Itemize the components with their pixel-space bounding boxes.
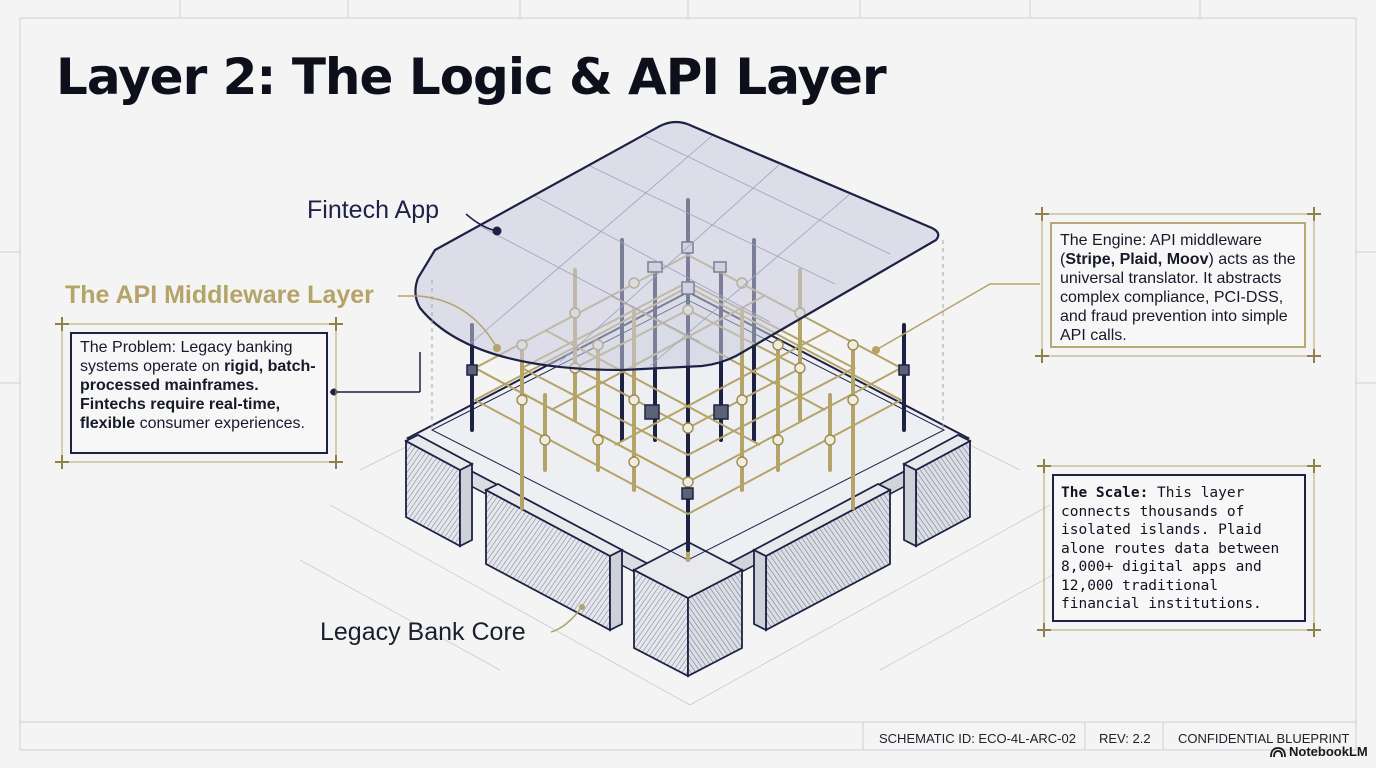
- engine-text: The Engine: API middleware (Stripe, Plai…: [1060, 231, 1300, 345]
- brand-watermark: NotebookLM: [1270, 744, 1368, 759]
- classification: CONFIDENTIAL BLUEPRINT: [1178, 731, 1350, 746]
- revision: REV: 2.2: [1099, 731, 1151, 746]
- projection-lines: [431, 240, 944, 430]
- engine-callout: The Engine: API middleware (Stripe, Plai…: [1050, 222, 1306, 348]
- fintech-app-sheet: [414, 120, 940, 372]
- scale-heading: The Scale:: [1061, 485, 1149, 501]
- page-frame: [0, 0, 1376, 751]
- schematic-id: SCHEMATIC ID: ECO-4L-ARC-02: [879, 731, 1076, 746]
- problem-emphasis: rigid, batch-processed mainframes. Finte…: [80, 358, 316, 432]
- scale-callout: The Scale: This layer connects thousands…: [1052, 474, 1306, 622]
- problem-callout: The Problem: Legacy banking systems oper…: [70, 332, 328, 454]
- scale-text: The Scale: This layer connects thousands…: [1061, 484, 1300, 614]
- leader-lines: [330, 213, 1040, 633]
- problem-text: The Problem: Legacy banking systems oper…: [80, 338, 320, 433]
- page-title: Layer 2: The Logic & API Layer: [56, 48, 887, 106]
- problem-lead: The Problem: Legacy banking systems oper…: [80, 339, 293, 375]
- callout-frames: [55, 207, 1321, 637]
- engine-emphasis: Stripe, Plaid, Moov: [1065, 251, 1209, 268]
- engine-lead: The Engine: API middleware (: [1060, 232, 1262, 268]
- scale-body: This layer connects thousands of isolate…: [1061, 485, 1280, 612]
- middleware-label: The API Middleware Layer: [65, 281, 374, 309]
- floor-grid: [299, 439, 1081, 706]
- problem-tail: consumer experiences.: [135, 415, 305, 432]
- brand-name: NotebookLM: [1289, 744, 1368, 759]
- notebooklm-logo-icon: [1270, 746, 1286, 757]
- engine-tail: ) acts as the universal translator. It a…: [1060, 251, 1296, 344]
- legacy-core-label: Legacy Bank Core: [320, 618, 526, 646]
- fintech-app-label: Fintech App: [307, 196, 440, 224]
